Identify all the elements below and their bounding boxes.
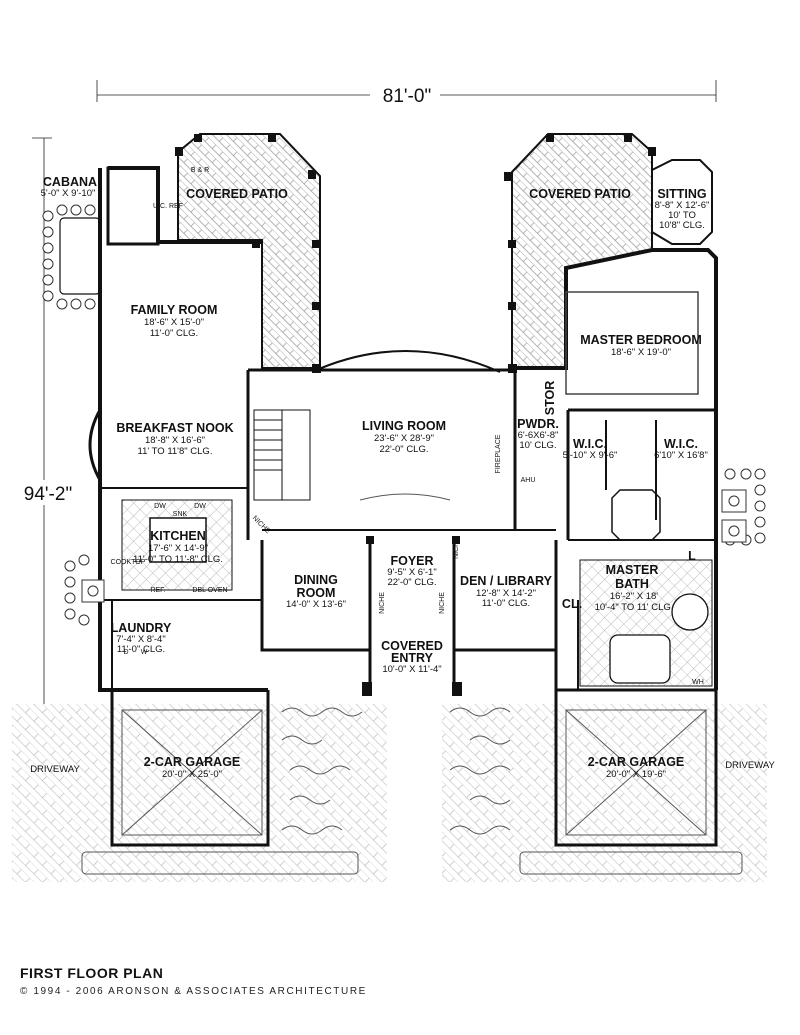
breakfast-nook-bay — [88, 409, 102, 481]
family-room-name: FAMILY ROOM — [131, 303, 218, 317]
pwdr-dims: 6'-6X6'-8" — [518, 430, 559, 441]
linen-label: L — [688, 549, 696, 563]
wic-1-dims: 5'-10" X 9'-6" — [563, 450, 618, 461]
wh-label: WH — [692, 679, 704, 686]
laundry-name: LAUNDRY — [111, 621, 172, 635]
covered-entry-dims: 10'-0" X 11'-4" — [382, 664, 441, 675]
stor-name: STOR — [543, 381, 557, 416]
garage-left-markings — [121, 709, 263, 836]
sitting-dims: 8'-8" X 12'-6" — [655, 200, 710, 211]
wic-2-dims: 6'10" X 16'8" — [654, 450, 708, 461]
pwdr-name: PWDR. — [517, 417, 559, 431]
driveway-paving-right — [442, 704, 767, 882]
garage-left-dims: 20'-0" X 25'-0" — [162, 769, 222, 780]
garage-right-markings — [565, 709, 707, 836]
dw-2-label: DW — [194, 503, 206, 510]
niche-3-label: NICHE — [439, 592, 446, 614]
covered-entry-name-2: ENTRY — [391, 651, 434, 665]
niche-1-label: NICHE — [251, 515, 272, 536]
cooktop-label: COOKTOP — [111, 559, 146, 566]
garage-left-name: 2-CAR GARAGE — [144, 755, 241, 769]
cabana-name: CABANA — [43, 175, 97, 189]
niche-2-label: NICHE — [379, 592, 386, 614]
master-bath-tub — [609, 634, 671, 684]
washer-label: W — [141, 649, 148, 656]
driveway-paving-left — [12, 704, 387, 882]
dining-room-dims: 14'-0" X 13'-6" — [286, 599, 346, 610]
dw-1-label: DW — [154, 503, 166, 510]
covered-patio-right-name: COVERED PATIO — [529, 187, 631, 201]
wic-1-name: W.I.C. — [573, 437, 607, 451]
foyer-clg: 22'-0" CLG. — [387, 577, 436, 588]
master-bath-name-2: BATH — [615, 577, 649, 591]
master-bath-dims: 16'-2" X 18' — [610, 591, 658, 602]
width-dimension: 81'-0" — [383, 86, 431, 107]
shrubs — [42, 204, 766, 626]
fireplace-label: FIREPLACE — [495, 434, 502, 473]
wic-octagon — [611, 489, 661, 541]
foyer-name: FOYER — [390, 554, 433, 568]
ref-label: REF. — [150, 587, 165, 594]
breakfast-nook-dims: 18'-8" X 16'-6" — [145, 435, 205, 446]
garage-right-dims: 20'-0" X 19'-6" — [606, 769, 666, 780]
living-room-clg: 22'-0" CLG. — [379, 444, 428, 455]
niche-4-label: NICHE — [453, 537, 460, 559]
uc-ref-label: U.C. REF — [153, 203, 183, 210]
kitchen-name: KITCHEN — [150, 529, 206, 543]
wic-2-name: W.I.C. — [664, 437, 698, 451]
sitting-name: SITTING — [657, 187, 706, 201]
master-bedroom-dims: 18'-6" X 19'-0" — [611, 347, 671, 358]
foyer-dims: 9'-5" X 6'-1" — [387, 567, 436, 578]
breakfast-nook-name: BREAKFAST NOOK — [116, 421, 233, 435]
driveway-right-name: DRIVEWAY — [725, 760, 775, 771]
landscaping — [81, 707, 743, 875]
garage-right-name: 2-CAR GARAGE — [588, 755, 685, 769]
living-room-arch-bottom — [359, 493, 451, 501]
plan-title: FIRST FLOOR PLAN — [20, 965, 164, 981]
stairs — [253, 409, 311, 501]
copyright: © 1994 - 2006 ARONSON & ASSOCIATES ARCHI… — [20, 986, 367, 997]
b-r-label: B & R — [191, 167, 209, 174]
cabana-structure — [106, 166, 160, 246]
closet-name: CL. — [562, 597, 582, 611]
den-library-name: DEN / LIBRARY — [460, 574, 553, 588]
sitting-bay — [651, 159, 713, 245]
kitchen-island — [149, 517, 207, 563]
columns — [175, 134, 656, 696]
master-bedroom-rug — [565, 291, 699, 395]
cabana-dims: 5'-0" X 9'-10" — [41, 188, 96, 199]
covered-patio-left-name: COVERED PATIO — [186, 187, 288, 201]
pwdr-clg: 10' CLG. — [519, 440, 556, 451]
dryer-label: D — [123, 649, 128, 656]
den-library-dims: 12'-8" X 14'-2" — [476, 588, 536, 599]
master-bath-shower — [671, 593, 709, 631]
living-room-arch-top — [311, 350, 501, 373]
laundry-dims: 7'-4" X 8'-4" — [116, 634, 165, 645]
den-library-clg: 11'-0" CLG. — [482, 598, 530, 609]
family-room-dims: 18'-6" X 15'-0" — [144, 317, 204, 328]
sink-label: SNK — [173, 511, 188, 518]
sitting-clg-1: 10' TO — [668, 210, 696, 221]
driveway-left-name: DRIVEWAY — [30, 764, 80, 775]
living-room-name: LIVING ROOM — [362, 419, 446, 433]
planters — [81, 489, 747, 603]
living-room-dims: 23'-6" X 28'-9" — [374, 433, 434, 444]
sitting-clg-2: 10'8" CLG. — [659, 220, 705, 231]
laundry-clg: 11'-0" CLG. — [117, 644, 165, 655]
cabana-spa — [59, 217, 101, 295]
dining-room-name-1: DINING — [294, 573, 338, 587]
kitchen-dims: 17'-6" X 14'-9" — [148, 543, 208, 554]
master-bath-name-1: MASTER — [606, 563, 659, 577]
ahu-label: AHU — [521, 477, 536, 484]
master-bath-clg: 10'-4" TO 11' CLG. — [595, 602, 674, 613]
master-bedroom-name: MASTER BEDROOM — [580, 333, 702, 347]
covered-entry-name-1: COVERED — [381, 639, 443, 653]
breakfast-nook-clg: 11' TO 11'8" CLG. — [138, 446, 213, 457]
depth-dimension: 94'-2" — [24, 484, 72, 505]
dining-room-name-2: ROOM — [297, 586, 336, 600]
kitchen-clg: 11'-0" TO 11'-8" CLG. — [133, 554, 223, 565]
dbl-oven-label: DBL OVEN — [192, 587, 227, 594]
family-room-clg: 11'-0" CLG. — [150, 328, 198, 339]
